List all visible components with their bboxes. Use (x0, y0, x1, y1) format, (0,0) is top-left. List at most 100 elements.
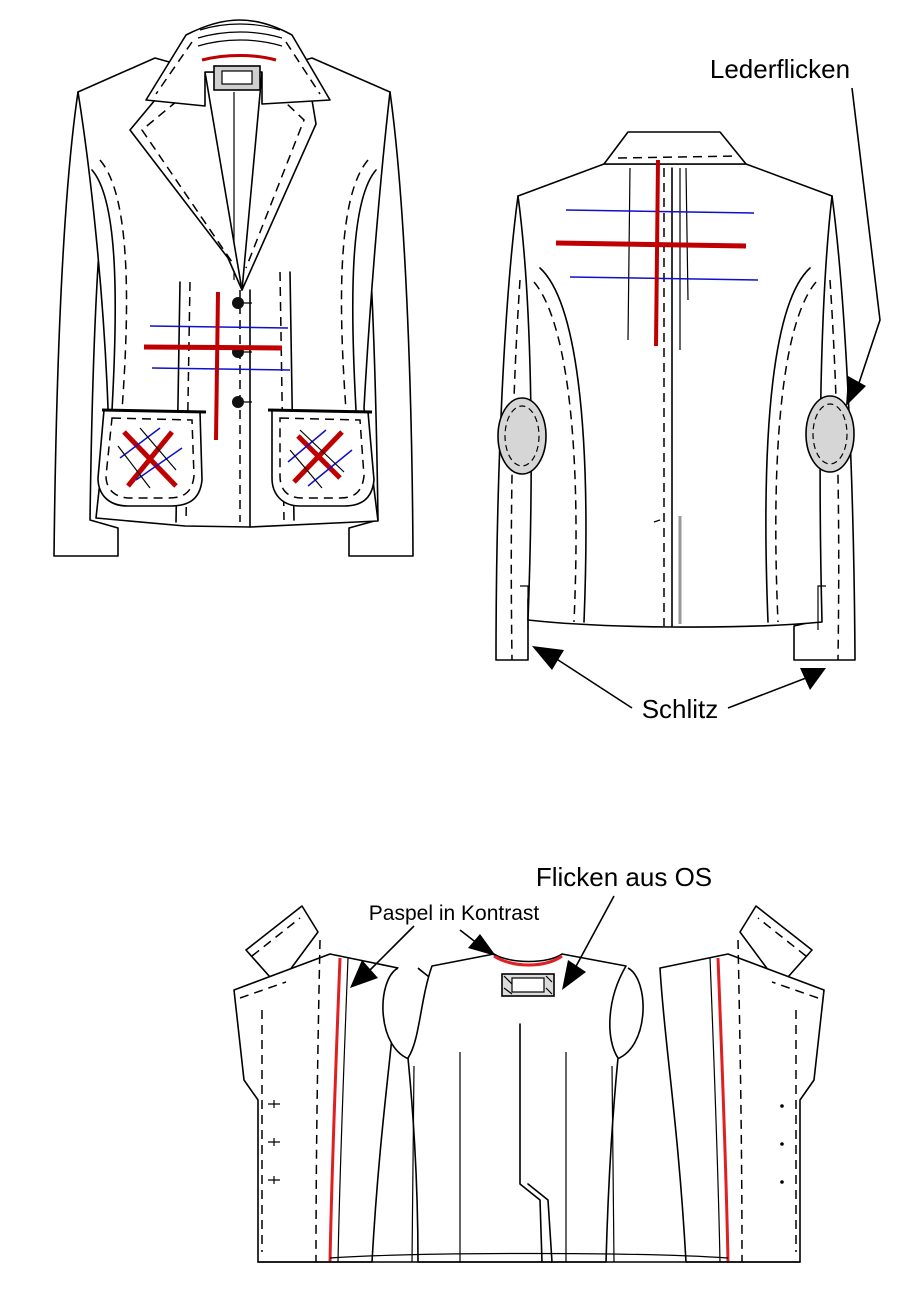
interior-right-front-stitch (771, 981, 819, 999)
leather-patch-stitch (504, 405, 540, 467)
interior-left-piping-outer (337, 957, 349, 1263)
check-blue-line (569, 276, 759, 281)
interior-right-button-dots (780, 1104, 784, 1184)
front-button (232, 396, 244, 408)
collar-stand-lines (197, 23, 283, 47)
check-red-diagonal (126, 430, 174, 488)
front-pocket-right (267, 408, 375, 507)
interior-label-hatch (503, 975, 553, 995)
front-hanger-label-inner (221, 70, 253, 85)
interior-center-back-pleat (519, 1023, 553, 1263)
interior-right-collar-flap-stitch (757, 917, 807, 957)
front-pocket-left (97, 408, 207, 507)
interior-left-collar-flap (245, 905, 319, 987)
elbow-patch-left (497, 397, 547, 475)
sleeve-slit-left (520, 585, 529, 630)
annotation-leader-line (851, 87, 881, 393)
interior-right-piping (716, 957, 730, 1263)
jacket-front-view (53, 19, 414, 557)
check-red-horizontal (143, 344, 283, 351)
back-princess-seam-right-stitch (775, 281, 817, 623)
annotation-leader-line-left (367, 925, 415, 973)
sleeve-slit-right (817, 585, 826, 630)
arrowhead-icon (468, 934, 496, 956)
check-black-diagonal (139, 427, 177, 471)
back-princess-seam-right (765, 267, 811, 623)
check-black-diagonal (117, 445, 151, 489)
pocket-stitch (279, 417, 365, 499)
front-button-shanks (244, 302, 252, 403)
arrowhead-icon (800, 668, 826, 690)
arrowhead-icon (532, 646, 564, 670)
annotation-label-lederflicken: Lederflicken (710, 54, 850, 84)
front-collar-stitch (155, 41, 193, 95)
check-blue-diagonal (135, 447, 183, 481)
front-princess-seam-left-stitch (99, 159, 128, 411)
interior-left-collar-flap-stitch (251, 917, 301, 957)
back-princess-seam-left-stitch (533, 281, 577, 623)
front-princess-seam-right (351, 169, 377, 411)
button-mark (780, 1142, 784, 1146)
front-neck-piping (201, 54, 277, 62)
annotation-label-flicken-aus-os: Flicken aus OS (536, 862, 712, 892)
check-red-vertical (214, 291, 220, 441)
annotation-leader-line-right (727, 677, 807, 709)
jacket-interior-view (233, 905, 825, 1263)
button-mark (780, 1104, 784, 1108)
front-panel-line-right-stitch (279, 271, 285, 521)
check-black-diagonal (299, 429, 345, 473)
back-check-pattern (555, 159, 759, 347)
back-collar-stitch (617, 155, 739, 159)
annotation-schlitz: Schlitz (532, 646, 826, 724)
check-red-horizontal (555, 240, 747, 249)
interior-back-neck-piping (493, 954, 563, 967)
interior-label-patch-inner (511, 977, 545, 993)
back-vent-mark (653, 519, 661, 523)
back-collar (603, 131, 747, 165)
arrowhead-icon (846, 376, 866, 406)
interior-right-piping-outer (709, 957, 721, 1263)
annotation-leader-line (573, 895, 615, 971)
check-blue-diagonal (287, 429, 327, 463)
interior-left-piping (328, 957, 342, 1263)
interior-left-facing-line (315, 939, 321, 1263)
check-blue-line (151, 367, 291, 371)
interior-left-front-stitch (239, 981, 287, 999)
center-back-line (627, 167, 689, 350)
interior-left-buttonhole-marks (268, 1100, 280, 1184)
interior-right-collar-flap (739, 905, 813, 987)
annotation-paspel-in-kontrast: Paspel in Kontrast (350, 902, 539, 988)
front-button (232, 297, 244, 309)
annotation-label-paspel-in-kontrast: Paspel in Kontrast (369, 902, 540, 925)
pocket-stitch (105, 417, 195, 499)
interior-lining-seams (411, 1052, 615, 1263)
leather-patch (805, 395, 855, 473)
check-blue-diagonal (119, 427, 161, 459)
front-check-pattern (143, 291, 291, 441)
arrowhead-icon (350, 960, 378, 988)
jacket-back-view (495, 131, 856, 661)
elbow-patch-right (805, 395, 855, 473)
pocket-top-edge (267, 408, 373, 414)
front-princess-seam-left (91, 169, 117, 411)
annotation-label-schlitz: Schlitz (642, 694, 719, 724)
annotation-flicken-aus-os: Flicken aus OS (536, 862, 712, 990)
front-princess-seam-right-stitch (340, 159, 369, 411)
back-body (517, 163, 833, 628)
arrowhead-icon (562, 960, 586, 990)
check-red-diagonal (296, 434, 342, 480)
button-mark (780, 1180, 784, 1184)
leather-patch-stitch (812, 403, 848, 465)
front-collar-stitch-right (285, 41, 321, 95)
interior-lining-hem (329, 1252, 729, 1259)
annotation-lederflicken: Lederflicken (710, 54, 881, 406)
check-black-diagonal (289, 449, 323, 489)
pocket-top-edge (101, 408, 207, 414)
back-princess-seam-left (539, 267, 587, 623)
check-red-vertical (654, 159, 660, 347)
interior-back-panel (407, 953, 627, 1263)
leather-patch (497, 397, 547, 475)
check-blue-line (565, 209, 755, 214)
